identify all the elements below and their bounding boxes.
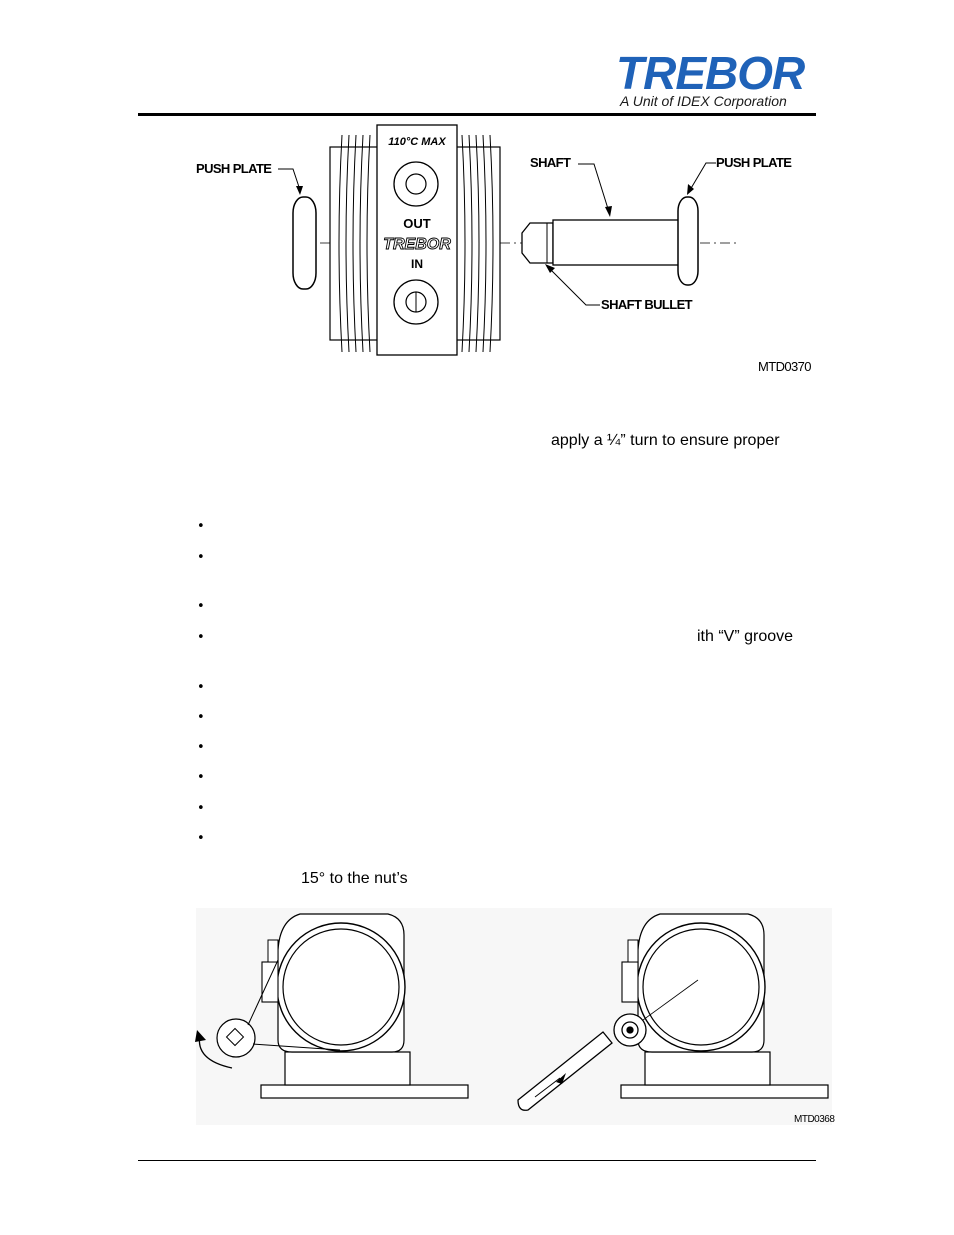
figure-nut-tightening bbox=[195, 913, 829, 1111]
bullet: • bbox=[197, 770, 205, 785]
bullet: • bbox=[197, 801, 205, 816]
push-plate-left-label: PUSH PLATE bbox=[196, 161, 272, 176]
footer-rule bbox=[138, 1160, 816, 1161]
push-plate-right bbox=[677, 196, 699, 286]
bullet: • bbox=[197, 599, 205, 614]
max-temp-label: 110°C MAX bbox=[388, 136, 446, 148]
figure2-id: MTD0368 bbox=[794, 1114, 835, 1125]
shaft-label: SHAFT bbox=[530, 155, 571, 170]
wrench-icon bbox=[517, 1013, 647, 1111]
bullet: • bbox=[197, 519, 205, 534]
shaft-bullet-label: SHAFT BULLET bbox=[601, 297, 693, 312]
bullet: • bbox=[197, 740, 205, 755]
push-plate-right-label: PUSH PLATE bbox=[716, 155, 792, 170]
text-line-fifteen-degrees: 15° to the nut’s bbox=[301, 870, 408, 887]
pump-view-left bbox=[195, 913, 469, 1099]
bullet: • bbox=[197, 550, 205, 565]
bullet: • bbox=[197, 831, 205, 846]
bullet: • bbox=[197, 680, 205, 695]
shaft bbox=[552, 219, 681, 266]
out-label: OUT bbox=[403, 216, 431, 231]
body-brand-label: TREBOR bbox=[383, 236, 451, 253]
pump-view-right bbox=[620, 913, 829, 1099]
header-rule bbox=[138, 113, 816, 116]
bellows-right bbox=[461, 134, 494, 353]
bullet: • bbox=[197, 710, 205, 725]
figure1-id: MTD0370 bbox=[758, 359, 811, 374]
logo-subtitle: A Unit of IDEX Corporation bbox=[620, 93, 787, 109]
bullet: • bbox=[197, 630, 205, 645]
in-label: IN bbox=[411, 257, 423, 271]
push-plate-left bbox=[292, 196, 317, 290]
trebor-logo: TREBOR bbox=[616, 47, 805, 99]
text-line-v-groove: ith “V” groove bbox=[697, 628, 794, 645]
figure-pump-shaft-assembly: 110°C MAX OUT TREBOR IN bbox=[278, 124, 740, 356]
text-line-quarter-turn: apply a ¼” turn to ensure proper bbox=[551, 432, 780, 449]
bellows-left bbox=[338, 134, 371, 353]
